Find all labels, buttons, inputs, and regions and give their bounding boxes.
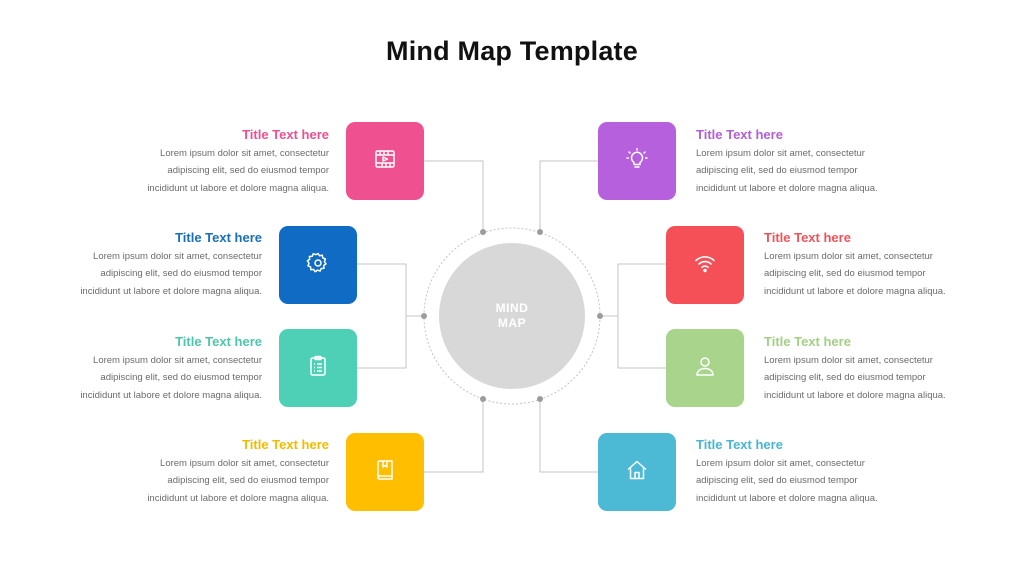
tile-user — [666, 329, 744, 407]
block-title: Title Text here — [696, 127, 783, 142]
book-icon — [373, 458, 397, 487]
text-block-4: Title Text here Lorem ipsum dolor sit am… — [39, 436, 329, 507]
wifi-icon — [693, 251, 717, 280]
block-title: Title Text here — [764, 334, 851, 349]
page-title: Mind Map Template — [386, 36, 638, 66]
user-icon — [693, 354, 717, 383]
center-node: MIND MAP — [439, 243, 585, 389]
tile-clipboard — [279, 329, 357, 407]
block-title: Title Text here — [242, 437, 329, 452]
text-block-2: Title Text here Lorem ipsum dolor sit am… — [0, 229, 262, 300]
text-block-7: Title Text here Lorem ipsum dolor sit am… — [764, 333, 1014, 404]
tile-wifi — [666, 226, 744, 304]
lightbulb-icon — [625, 147, 649, 176]
tile-lightbulb — [598, 122, 676, 200]
block-title: Title Text here — [175, 230, 262, 245]
text-block-3: Title Text here Lorem ipsum dolor sit am… — [0, 333, 262, 404]
tile-home — [598, 433, 676, 511]
block-title: Title Text here — [242, 127, 329, 142]
gear-icon — [306, 251, 330, 280]
tile-book — [346, 433, 424, 511]
text-block-1: Title Text here Lorem ipsum dolor sit am… — [39, 126, 329, 197]
tile-gear — [279, 226, 357, 304]
block-title: Title Text here — [764, 230, 851, 245]
video-icon — [373, 147, 397, 176]
block-title: Title Text here — [696, 437, 783, 452]
text-block-8: Title Text here Lorem ipsum dolor sit am… — [696, 436, 986, 507]
block-title: Title Text here — [175, 334, 262, 349]
text-block-6: Title Text here Lorem ipsum dolor sit am… — [764, 229, 1014, 300]
clipboard-icon — [306, 354, 330, 383]
home-icon — [625, 458, 649, 487]
center-label: MIND MAP — [495, 301, 529, 330]
tile-video — [346, 122, 424, 200]
text-block-5: Title Text here Lorem ipsum dolor sit am… — [696, 126, 986, 197]
